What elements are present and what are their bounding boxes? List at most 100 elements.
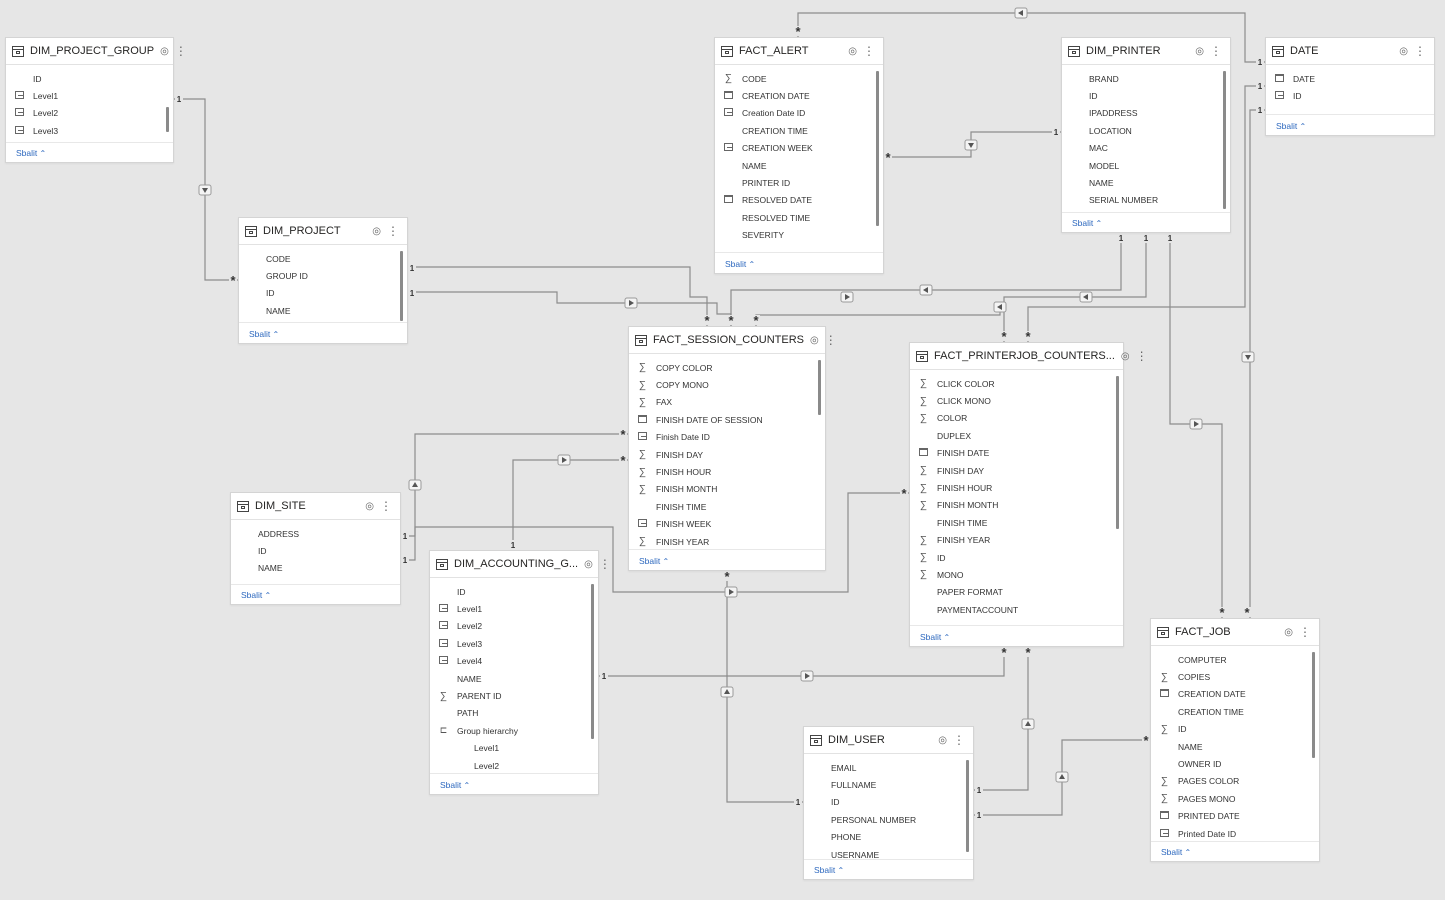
field-row[interactable]: LOCATION — [1062, 122, 1230, 139]
eye-icon[interactable]: ◎ — [848, 45, 857, 57]
field-row[interactable]: ID — [231, 542, 400, 559]
field-row[interactable]: Level2 — [430, 618, 598, 635]
field-row[interactable]: FINISH DATE — [910, 445, 1123, 462]
field-row[interactable]: ADDRESS — [231, 525, 400, 542]
relationship-line[interactable] — [797, 12, 1265, 63]
table-header[interactable]: DIM_PROJECT_GROUP◎⋮ — [6, 38, 187, 65]
field-row[interactable]: RESOLVED TIME — [715, 209, 883, 226]
field-row[interactable]: NAME — [1062, 174, 1230, 191]
field-row[interactable]: ID — [910, 549, 1123, 566]
field-row[interactable]: ID — [239, 285, 407, 302]
field-row[interactable]: Level1 — [430, 740, 598, 757]
field-row[interactable]: ID — [1266, 87, 1434, 104]
field-row[interactable]: Level4 — [430, 653, 598, 670]
eye-icon[interactable]: ◎ — [372, 225, 381, 237]
more-options-icon[interactable]: ⋮ — [1135, 349, 1148, 363]
more-options-icon[interactable]: ⋮ — [1414, 44, 1426, 58]
field-row[interactable]: Creation Date ID — [715, 105, 883, 122]
field-row[interactable]: PATH — [430, 705, 598, 722]
collapse-link[interactable]: Sbalit ⌃ — [440, 780, 470, 790]
field-row[interactable]: GROUP ID — [239, 267, 407, 284]
field-row[interactable]: PRINTER ID — [715, 174, 883, 191]
scrollbar[interactable] — [166, 107, 169, 132]
table-header[interactable]: DIM_PROJECT◎⋮ — [239, 218, 407, 245]
collapse-link[interactable]: Sbalit ⌃ — [16, 148, 46, 158]
field-row[interactable]: FINISH DAY — [629, 446, 825, 463]
field-row[interactable]: CREATION DATE — [715, 87, 883, 104]
field-row[interactable]: FINISH YEAR — [629, 533, 825, 550]
field-row[interactable]: CREATION WEEK — [715, 140, 883, 157]
relationship-line[interactable] — [1027, 85, 1265, 342]
more-options-icon[interactable]: ⋮ — [863, 44, 875, 58]
field-row[interactable]: PAPER FORMAT — [910, 584, 1123, 601]
relationship-line[interactable] — [512, 459, 628, 550]
table-header[interactable]: DIM_PRINTER◎⋮ — [1062, 38, 1230, 65]
field-row[interactable]: ID — [804, 794, 973, 811]
field-row[interactable]: CREATION DATE — [1151, 686, 1319, 703]
relationship-line[interactable] — [974, 647, 1029, 791]
table-header[interactable]: FACT_JOB◎⋮ — [1151, 619, 1319, 646]
more-options-icon[interactable]: ⋮ — [1210, 44, 1222, 58]
table-header[interactable]: DATE◎⋮ — [1266, 38, 1434, 65]
relationship-line[interactable] — [401, 433, 628, 537]
field-row[interactable]: FINISH MONTH — [629, 481, 825, 498]
table-card-fact-printerjob-counters[interactable]: FACT_PRINTERJOB_COUNTERS...◎⋮CLICK COLOR… — [909, 342, 1148, 647]
scrollbar[interactable] — [818, 360, 821, 415]
field-row[interactable]: MAC — [1062, 140, 1230, 157]
scrollbar[interactable] — [876, 71, 879, 226]
field-row[interactable]: PARENT ID — [430, 687, 598, 704]
field-row[interactable]: Level1 — [430, 600, 598, 617]
eye-icon[interactable]: ◎ — [1284, 626, 1293, 638]
scrollbar[interactable] — [966, 760, 969, 852]
field-row[interactable]: Printed Date ID — [1151, 825, 1319, 842]
table-header[interactable]: FACT_ALERT◎⋮ — [715, 38, 883, 65]
collapse-link[interactable]: Sbalit ⌃ — [241, 590, 271, 600]
scrollbar[interactable] — [1223, 71, 1226, 209]
field-row[interactable]: ID — [430, 583, 598, 600]
field-row[interactable]: NAME — [1151, 738, 1319, 755]
table-header[interactable]: FACT_PRINTERJOB_COUNTERS...◎⋮ — [910, 343, 1148, 370]
field-row[interactable]: DATE — [1266, 70, 1434, 87]
collapse-link[interactable]: Sbalit ⌃ — [1072, 218, 1102, 228]
field-row[interactable]: Level3 — [430, 635, 598, 652]
field-row[interactable]: CREATION TIME — [715, 122, 883, 139]
field-row[interactable]: Level2 — [430, 757, 598, 774]
field-row[interactable]: IPADDRESS — [1062, 105, 1230, 122]
relationship-line[interactable] — [408, 291, 732, 326]
more-options-icon[interactable]: ⋮ — [380, 499, 392, 513]
more-options-icon[interactable]: ⋮ — [387, 224, 399, 238]
field-row[interactable]: MONO — [910, 566, 1123, 583]
field-row[interactable]: CODE — [715, 70, 883, 87]
field-row[interactable]: FINISH TIME — [910, 514, 1123, 531]
field-row[interactable]: COPY COLOR — [629, 359, 825, 376]
field-row[interactable]: FINISH DATE OF SESSION — [629, 411, 825, 428]
field-row[interactable]: COLOR — [910, 410, 1123, 427]
more-options-icon[interactable]: ⋮ — [1299, 625, 1311, 639]
field-row[interactable]: FINISH HOUR — [910, 479, 1123, 496]
field-row[interactable]: ID — [1062, 87, 1230, 104]
field-row[interactable]: Group hierarchy — [430, 722, 598, 739]
field-row[interactable]: RESOLVED DATE — [715, 192, 883, 209]
field-row[interactable]: COPY MONO — [629, 376, 825, 393]
table-card-fact-session-counters[interactable]: FACT_SESSION_COUNTERS◎⋮COPY COLORCOPY MO… — [628, 326, 837, 571]
eye-icon[interactable]: ◎ — [1195, 45, 1204, 57]
collapse-link[interactable]: Sbalit ⌃ — [725, 259, 755, 269]
more-options-icon[interactable]: ⋮ — [953, 733, 965, 747]
table-header[interactable]: DIM_USER◎⋮ — [804, 727, 973, 754]
field-row[interactable]: FINISH HOUR — [629, 463, 825, 480]
field-row[interactable]: CLICK MONO — [910, 392, 1123, 409]
field-row[interactable]: FINISH TIME — [629, 498, 825, 515]
eye-icon[interactable]: ◎ — [1399, 45, 1408, 57]
field-row[interactable]: EMAIL — [804, 759, 973, 776]
